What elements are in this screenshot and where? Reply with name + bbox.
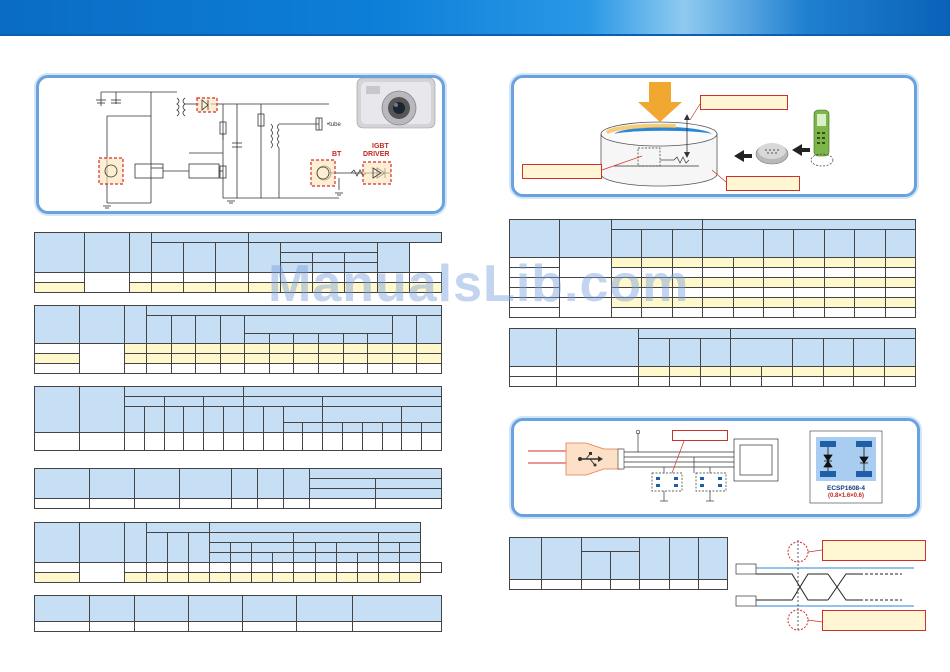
speaker-image [755,143,789,165]
waveform-callout-bottom [822,610,926,631]
tube-label: •tube [327,122,341,128]
callout-left [522,164,602,179]
watermark: ManualsLib.com [268,255,690,313]
esd-chip-image [809,430,883,504]
phone-image [810,109,834,167]
signal-waveform-diagram [735,540,914,632]
spec-table-7 [509,219,917,318]
driver-label-visible: DRIVER [363,151,390,158]
usb-callout [672,430,728,441]
spec-table-2 [34,305,442,374]
header-divider [0,34,950,36]
arrow-down-icon [638,82,682,122]
spec-table-4 [34,468,442,509]
igbt-label: IGBT [372,143,389,150]
strobe-circuit-diagram [96,78,436,209]
spec-table-5 [34,522,443,583]
header-banner [0,0,950,36]
callout-top [700,95,788,110]
usb-icon [565,442,625,476]
usb-circuit-diagram [528,429,883,504]
usb-protection-panel: ECSP1608-4 (0.8×1.6×0.6) [511,418,920,517]
chip-dimensions: (0.8×1.6×0.6) [827,493,865,499]
strobe-circuit-panel: •tube BT IGBT [36,75,445,214]
waveform-callout-top [822,540,926,561]
spec-table-6 [34,595,442,632]
chip-part-number: ECSP1608-4 [827,485,865,492]
esd-illustration-panel [511,75,917,197]
callout-right [726,176,800,191]
camera-image [356,78,436,129]
spec-table-1 [34,232,443,293]
arrow-left-icon [734,144,810,162]
spec-table-9 [509,537,729,590]
spec-table-8 [509,328,916,387]
bt-label: BT [332,151,342,158]
spec-table-3 [34,386,443,451]
